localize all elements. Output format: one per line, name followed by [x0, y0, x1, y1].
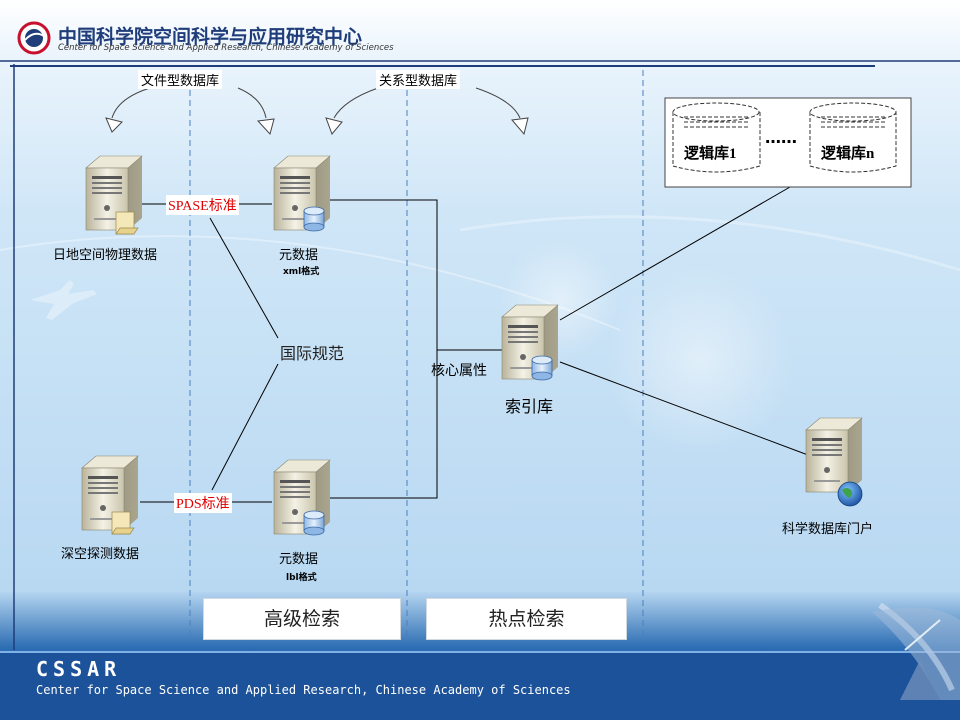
hot-search-button[interactable]: 热点检索: [426, 598, 627, 640]
server-icon: [81, 455, 139, 535]
header-title-en: Center for Space Science and Applied Res…: [58, 43, 394, 53]
arrowhead-icon: [511, 117, 529, 136]
relational-db-label: 关系型数据库: [376, 70, 461, 89]
connector-line: [559, 361, 809, 456]
connector-line: [559, 186, 791, 321]
footer-text: Center for Space Science and Applied Res…: [36, 683, 571, 697]
file-db-label: 文件型数据库: [138, 70, 223, 89]
spase-standard-tag: SPASE标准: [166, 195, 239, 215]
footer-band: [0, 652, 960, 720]
connector-line: [330, 199, 438, 499]
server-icon: [273, 459, 331, 536]
background-glow: [605, 265, 795, 455]
airplane-silhouette: [30, 280, 97, 320]
logic-db-cylinder: [672, 102, 761, 173]
curve-arrow: [237, 87, 267, 119]
metadata-label: 元数据: [279, 552, 319, 567]
metadata-format-label: lbl格式: [286, 573, 317, 583]
server-icon: [85, 155, 143, 235]
arrowhead-icon: [105, 117, 123, 133]
logic-db-1-label: 逻辑库1: [684, 146, 737, 162]
server-icon: [273, 155, 331, 232]
logic-db-n-label: 逻辑库n: [821, 146, 875, 162]
metadata-label: 元数据: [279, 248, 319, 263]
header-title-cn: 中国科学院空间科学与应用研究中心: [58, 26, 363, 48]
core-attr-label: 核心属性: [431, 363, 487, 379]
intl-spec-label: 国际规范: [280, 344, 345, 363]
background-swoosh: [0, 235, 621, 331]
portal-label: 科学数据库门户: [782, 522, 874, 537]
curve-arrow: [111, 87, 151, 119]
advanced-search-button[interactable]: 高级检索: [203, 598, 401, 640]
index-db-label: 索引库: [505, 397, 554, 416]
pds-standard-tag: PDS标准: [174, 493, 232, 513]
solar-data-label: 日地空间物理数据: [53, 248, 158, 263]
index-server-icon: [501, 304, 559, 381]
footer-logo: CSSAR: [36, 657, 122, 681]
metadata-format-label: xml格式: [283, 267, 320, 277]
background-swoosh: [459, 215, 960, 272]
arrowhead-icon: [256, 118, 275, 136]
satellite-dish-icon: [872, 602, 960, 700]
portal-server-icon: [805, 417, 863, 507]
arrowhead-icon: [325, 117, 343, 135]
connector-line: [211, 363, 279, 491]
ellipsis-label: ……: [765, 128, 797, 147]
curve-arrow: [333, 87, 379, 119]
deep-space-label: 深空探测数据: [61, 547, 140, 562]
cssar-logo-icon: [17, 21, 51, 55]
logic-db-cylinder: [809, 102, 897, 173]
connector-line: [209, 217, 279, 339]
curve-arrow: [475, 87, 521, 119]
